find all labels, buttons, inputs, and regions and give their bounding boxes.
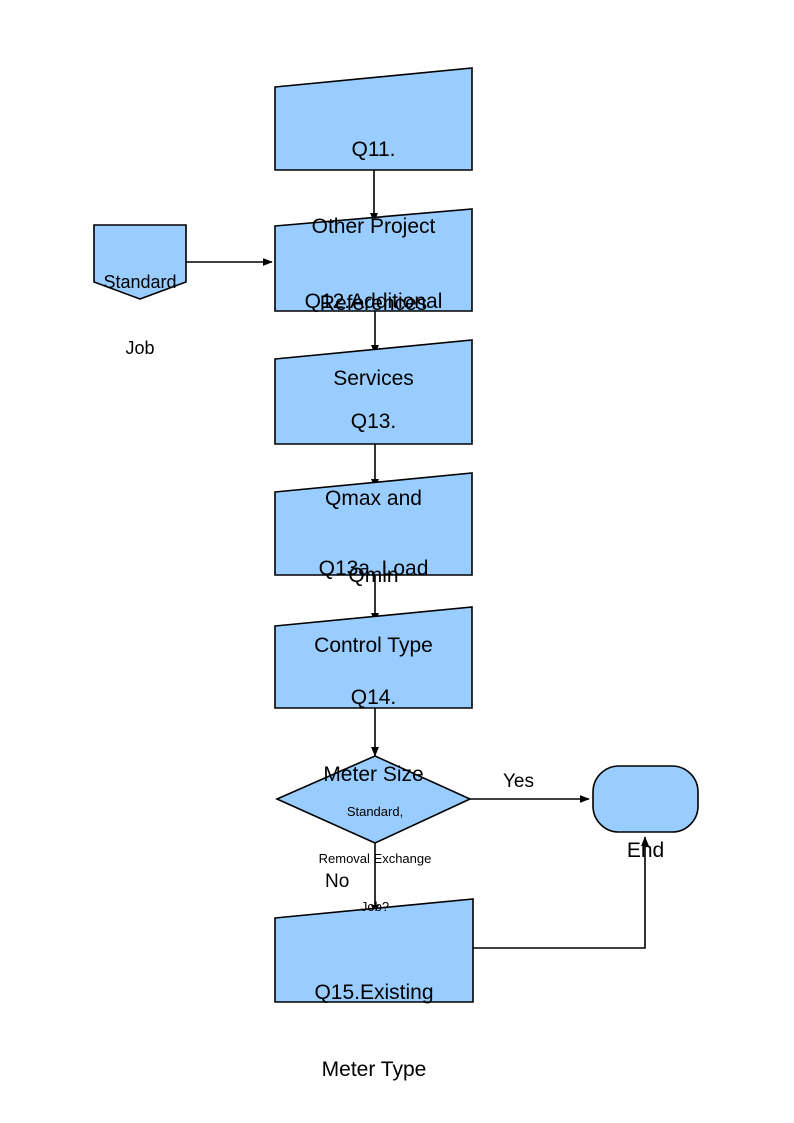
node-q11[interactable]	[274, 67, 473, 171]
node-decision[interactable]	[275, 755, 472, 844]
edge-label-no: No	[325, 871, 350, 892]
node-q13[interactable]	[274, 339, 473, 445]
node-q14[interactable]	[274, 606, 473, 709]
node-q13a[interactable]	[274, 472, 473, 576]
node-standard-job[interactable]	[93, 224, 187, 300]
node-q12[interactable]	[274, 208, 473, 312]
edge-label-yes: Yes	[503, 771, 534, 792]
connector-q15-to-end	[473, 836, 649, 949]
node-q15[interactable]	[274, 898, 474, 1003]
node-end[interactable]	[592, 765, 699, 833]
